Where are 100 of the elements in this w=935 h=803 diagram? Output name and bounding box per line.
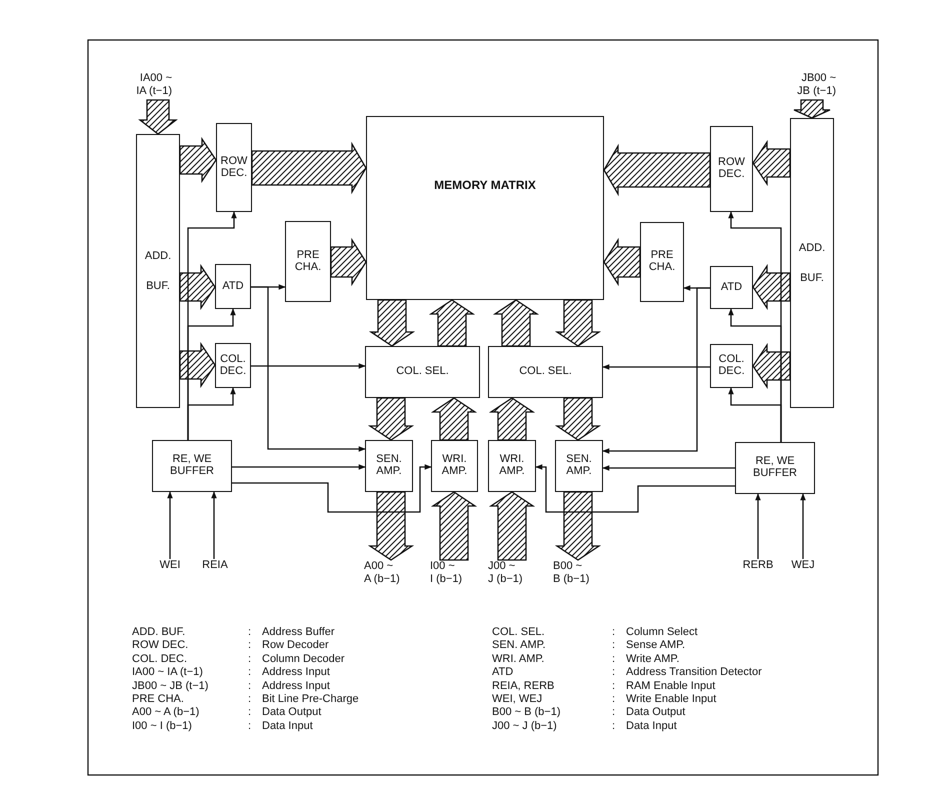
block-box	[215, 264, 251, 309]
block-label: COL. DEC.	[717, 354, 746, 378]
block-box	[488, 440, 536, 492]
glossary-definition: Data Output	[626, 707, 686, 718]
glossary-term: REIA, RERB	[492, 680, 554, 692]
glossary-colon: :	[612, 720, 616, 732]
glossary-colon: :	[612, 654, 616, 665]
glossary-term: PRE CHA.	[132, 694, 184, 705]
glossary-term: B00 ~ B (b−1)	[492, 707, 560, 718]
glossary-colon: :	[612, 640, 616, 652]
block-box	[710, 266, 753, 309]
hatched-arrow	[603, 144, 711, 196]
glossary-definition: Address Buffer	[262, 627, 335, 638]
signal-label: A00 ~ A (b−1)	[364, 560, 424, 588]
hatched-arrow	[179, 342, 216, 388]
glossary-definition: Address Transition Detector	[626, 667, 762, 678]
glossary-term: JB00 ~ JB (t−1)	[132, 680, 208, 692]
signal-arrow	[602, 287, 710, 454]
glossary-colon: :	[612, 694, 616, 705]
hatched-arrow	[488, 491, 536, 561]
block-box	[790, 118, 834, 408]
glossary-term: COL. SEL.	[492, 627, 545, 638]
glossary-colon: :	[248, 680, 252, 692]
glossary-term: I00 ~ I (b−1)	[132, 720, 192, 732]
hatched-arrow	[488, 397, 536, 441]
signal-label: JB00 ~ JB (t−1)	[768, 72, 836, 100]
glossary-term: J00 ~ J (b−1)	[492, 720, 557, 732]
signal-arrow	[251, 363, 366, 369]
glossary-colon: :	[612, 707, 616, 718]
block-label: PRE CHA.	[294, 250, 322, 274]
signal-label: REIA	[199, 559, 231, 572]
glossary-definition: RAM Enable Input	[626, 680, 716, 692]
block-label: COL. DEC.	[218, 354, 248, 378]
signal-label: B00 ~ B (b−1)	[553, 560, 613, 588]
glossary-colon: :	[248, 720, 252, 732]
block-box	[366, 116, 604, 300]
glossary-colon: :	[248, 640, 252, 652]
hatched-arrow	[179, 136, 217, 184]
hatched-arrow	[793, 99, 831, 119]
glossary-term: WRI. AMP.	[492, 654, 544, 665]
signal-arrow	[251, 286, 366, 452]
signal-arrow	[602, 465, 735, 471]
glossary-definition: Column Decoder	[262, 654, 345, 665]
block-box	[488, 346, 603, 398]
hatched-arrow	[138, 99, 178, 135]
hatched-arrow	[430, 397, 478, 441]
glossary-colon: :	[248, 667, 252, 678]
glossary-colon: :	[248, 694, 252, 705]
hatched-arrow	[428, 299, 476, 347]
glossary-colon: :	[248, 654, 252, 665]
glossary-colon: :	[248, 627, 252, 638]
hatched-arrow	[603, 238, 641, 286]
block-label: MEMORY MATRIX	[434, 179, 536, 192]
block-box	[285, 221, 331, 302]
glossary-definition: Write AMP.	[626, 654, 680, 665]
glossary-term: ADD. BUF.	[132, 627, 186, 638]
block-label: ROW DEC.	[220, 156, 248, 180]
signal-arrow	[535, 464, 735, 513]
block-label: WRI. AMP.	[498, 454, 526, 478]
block-label: ATD	[720, 282, 742, 294]
hatched-arrow	[554, 491, 602, 561]
block-box	[710, 344, 753, 388]
block-label: RE, WE BUFFER	[752, 456, 798, 480]
glossary-term: IA00 ~ IA (t−1)	[132, 667, 203, 678]
signal-label: RERB	[738, 559, 778, 572]
hatched-arrow	[752, 264, 791, 310]
glossary-definition: Bit Line Pre-Charge	[262, 694, 359, 705]
glossary-definition: Column Select	[626, 627, 698, 638]
hatched-arrow	[368, 299, 416, 347]
block-label: COL. SEL.	[396, 366, 449, 378]
block-label: WRI. AMP.	[440, 454, 468, 478]
signal-arrow	[187, 387, 236, 440]
hatched-arrow	[554, 299, 602, 347]
glossary-definition: Address Input	[262, 680, 330, 692]
hatched-arrow	[752, 342, 791, 390]
block-label: RE, WE BUFFER	[169, 454, 215, 478]
signal-label: WEJ	[788, 559, 818, 572]
signal-label: IA00 ~ IA (t−1)	[110, 72, 172, 100]
glossary-term: ROW DEC.	[132, 640, 188, 652]
glossary-colon: :	[248, 707, 252, 718]
block-label: ATD	[222, 280, 244, 292]
block-box	[555, 440, 603, 492]
block-box	[710, 126, 753, 212]
glossary-term: WEI, WEJ	[492, 694, 542, 705]
block-box	[365, 440, 413, 492]
signal-label: WEI	[155, 559, 185, 572]
glossary-definition: Row Decoder	[262, 640, 329, 652]
block-box	[735, 442, 815, 494]
glossary-colon: :	[612, 680, 616, 692]
glossary-colon: :	[612, 627, 616, 638]
block-box	[431, 440, 478, 492]
glossary-definition: Data Input	[626, 720, 677, 732]
block-box	[216, 123, 252, 212]
signal-arrow	[800, 493, 806, 559]
hatched-arrow	[251, 142, 367, 194]
block-label: ADD. BUF.	[798, 241, 826, 286]
signal-arrow	[232, 464, 366, 470]
hatched-arrow	[368, 491, 414, 561]
signal-arrow	[232, 464, 432, 513]
glossary-definition: Sense AMP.	[626, 640, 686, 652]
